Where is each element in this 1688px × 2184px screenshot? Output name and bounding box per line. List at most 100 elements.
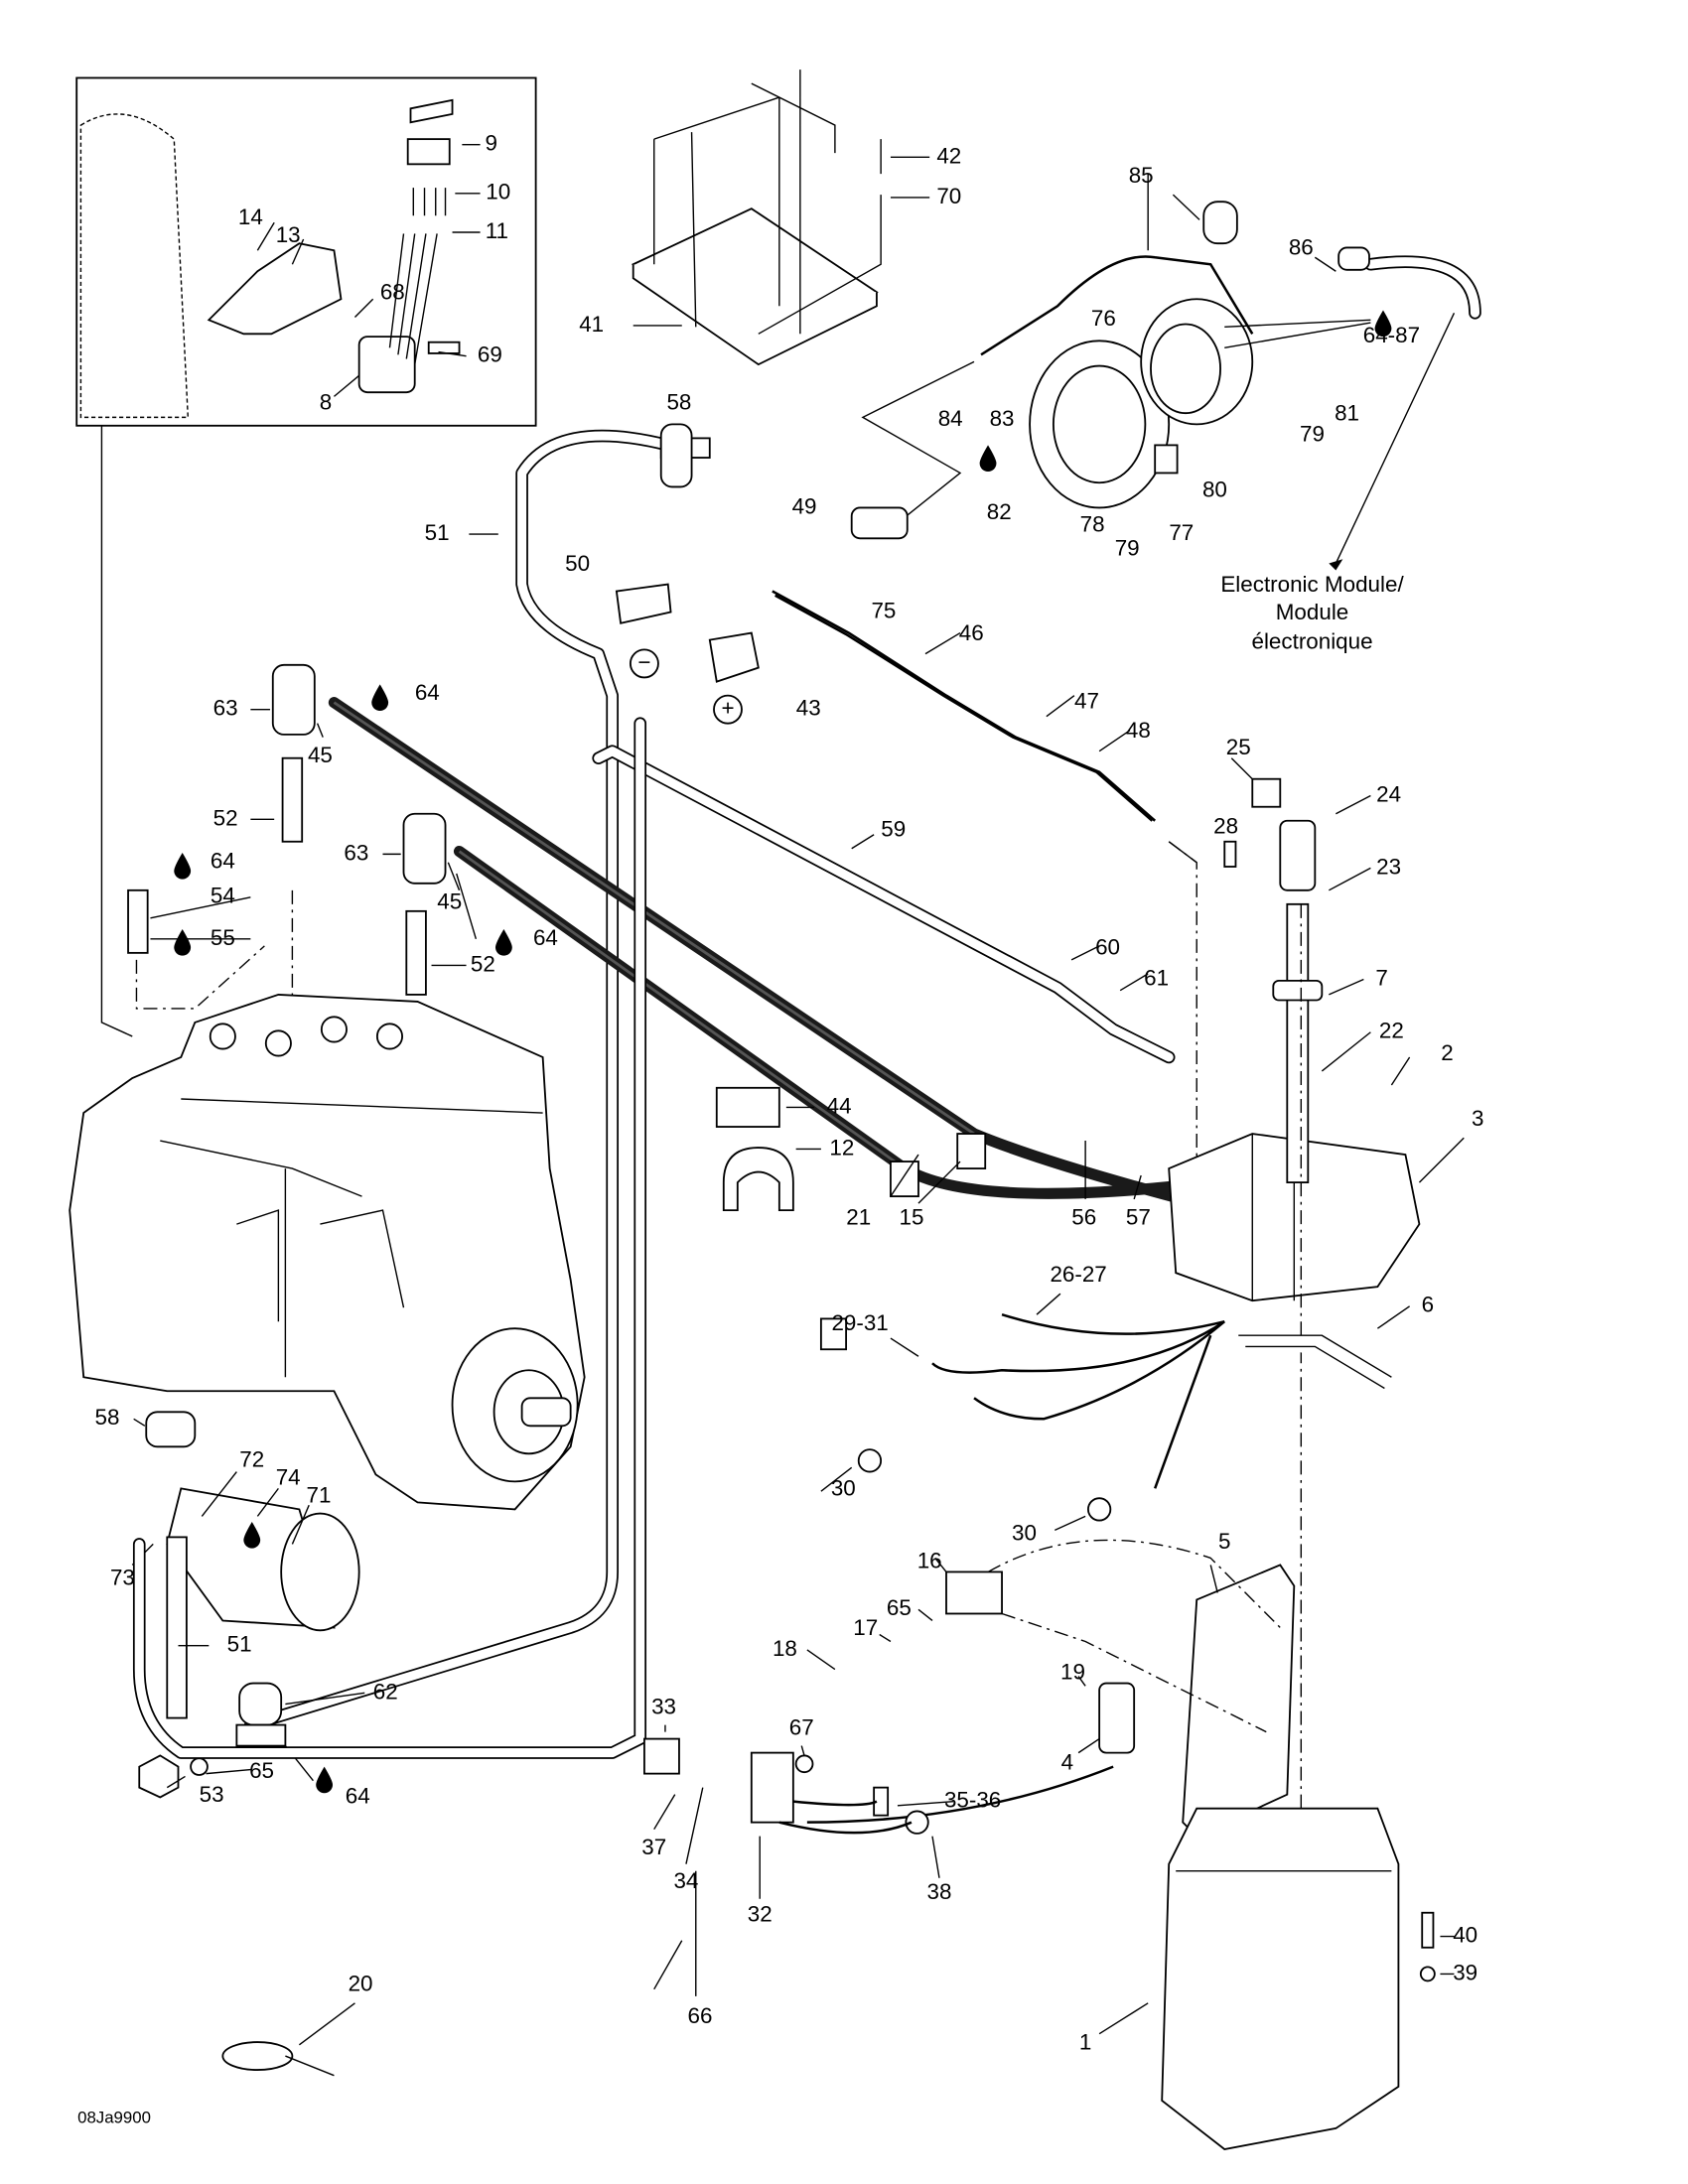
callout: 57 xyxy=(1126,1204,1151,1229)
callout: 1 xyxy=(1079,2029,1091,2054)
callout: 30 xyxy=(1012,1521,1037,1546)
callout-labels: 9 10 11 14 13 68 69 8 42 70 41 85 86 76 … xyxy=(95,131,1484,2055)
callout: 46 xyxy=(959,620,984,645)
callout: 82 xyxy=(987,499,1012,524)
callout: 75 xyxy=(871,598,896,622)
callout: 21 xyxy=(846,1204,871,1229)
callout: 76 xyxy=(1091,306,1116,331)
callout: 18 xyxy=(773,1636,797,1661)
callout: 65 xyxy=(887,1595,912,1620)
callout: 37 xyxy=(641,1835,666,1859)
callout: 49 xyxy=(792,493,817,518)
callout: 55 xyxy=(211,925,235,950)
callout: 2 xyxy=(1441,1040,1453,1065)
callout: 39 xyxy=(1453,1960,1477,1984)
callout: 25 xyxy=(1226,735,1251,759)
electronic-module-note: Electronic Module/ xyxy=(1220,572,1404,597)
callout: 7 xyxy=(1375,965,1387,990)
callout: 6 xyxy=(1422,1293,1434,1317)
callout: 13 xyxy=(276,222,301,247)
callout: 51 xyxy=(227,1632,252,1657)
callout: 22 xyxy=(1379,1019,1404,1043)
engine xyxy=(69,993,586,1511)
callout: 52 xyxy=(213,805,238,830)
callout: 47 xyxy=(1074,689,1099,714)
callout: 70 xyxy=(936,184,961,208)
callout: 64 xyxy=(346,1783,370,1808)
callout: 23 xyxy=(1376,854,1401,879)
callout: 44 xyxy=(827,1093,852,1118)
starter-motor xyxy=(131,717,647,1799)
callout: 5 xyxy=(1218,1529,1230,1554)
callout: 19 xyxy=(1060,1660,1085,1685)
callout: 32 xyxy=(748,1901,773,1926)
callout: 12 xyxy=(829,1135,854,1160)
callout: 11 xyxy=(486,218,508,243)
battery-holder xyxy=(631,69,930,366)
callout: 20 xyxy=(349,1972,373,1996)
electrical-box xyxy=(819,757,1465,1906)
callout: 84 xyxy=(938,406,963,431)
callout: 83 xyxy=(990,406,1015,431)
sealant-drop-icon xyxy=(174,310,1392,1794)
callout: 64 xyxy=(211,849,235,874)
callout: 65 xyxy=(249,1758,274,1783)
callout: 14 xyxy=(238,205,263,229)
callout: 60 xyxy=(1095,935,1120,960)
callout: 33 xyxy=(651,1695,676,1719)
callout: 16 xyxy=(917,1549,942,1573)
callout: 54 xyxy=(211,884,235,908)
callout: 10 xyxy=(486,180,510,205)
callout: 28 xyxy=(1213,814,1238,839)
inset-detail xyxy=(75,76,537,427)
callout: 17 xyxy=(853,1615,878,1640)
callout: 53 xyxy=(200,1782,224,1807)
callout: 85 xyxy=(1129,163,1154,188)
callout: 51 xyxy=(425,520,450,545)
callout: 35-36 xyxy=(944,1788,1001,1813)
callout: 71 xyxy=(307,1483,332,1508)
callout: 58 xyxy=(95,1405,120,1430)
callout: 68 xyxy=(380,280,405,305)
callout: 41 xyxy=(579,312,604,337)
callout: 64 xyxy=(415,680,440,705)
battery xyxy=(1098,1807,1455,2150)
callout: 78 xyxy=(1080,512,1105,537)
battery-switch xyxy=(1029,298,1254,509)
callout: 79 xyxy=(1115,535,1140,560)
callout: 52 xyxy=(471,951,495,976)
callout: 42 xyxy=(936,143,961,168)
callout: 38 xyxy=(927,1879,952,1904)
callout: 77 xyxy=(1169,520,1194,545)
electronic-module-note: Module xyxy=(1276,600,1349,624)
callout: 64 xyxy=(533,925,558,950)
callout: 43 xyxy=(796,696,821,721)
callout: 67 xyxy=(789,1715,814,1740)
callout: 73 xyxy=(110,1565,135,1589)
callout: 63 xyxy=(344,840,368,865)
callout: 62 xyxy=(373,1679,398,1704)
callout: 30 xyxy=(831,1476,856,1501)
callout: 4 xyxy=(1061,1750,1073,1775)
electronic-module-note: électronique xyxy=(1251,628,1372,653)
callout: 8 xyxy=(320,389,332,414)
callout: 15 xyxy=(899,1204,923,1229)
callout: 74 xyxy=(276,1464,301,1489)
callout: 3 xyxy=(1472,1106,1483,1131)
callout: 64-87 xyxy=(1363,323,1420,347)
callout: 86 xyxy=(1289,235,1314,260)
electronic-module-parts xyxy=(643,1539,1296,1996)
callout: 34 xyxy=(673,1868,698,1893)
callout: 45 xyxy=(308,743,333,767)
callout: 58 xyxy=(666,389,691,414)
callout: 79 xyxy=(1300,422,1325,447)
inset-pointer-line xyxy=(100,425,133,1037)
callout: 45 xyxy=(437,888,462,913)
negative-terminal-symbol: − xyxy=(637,649,650,674)
callout: 56 xyxy=(1071,1204,1096,1229)
callout: 9 xyxy=(486,131,497,156)
callout: 66 xyxy=(687,2003,712,2028)
callout: 81 xyxy=(1335,401,1359,426)
